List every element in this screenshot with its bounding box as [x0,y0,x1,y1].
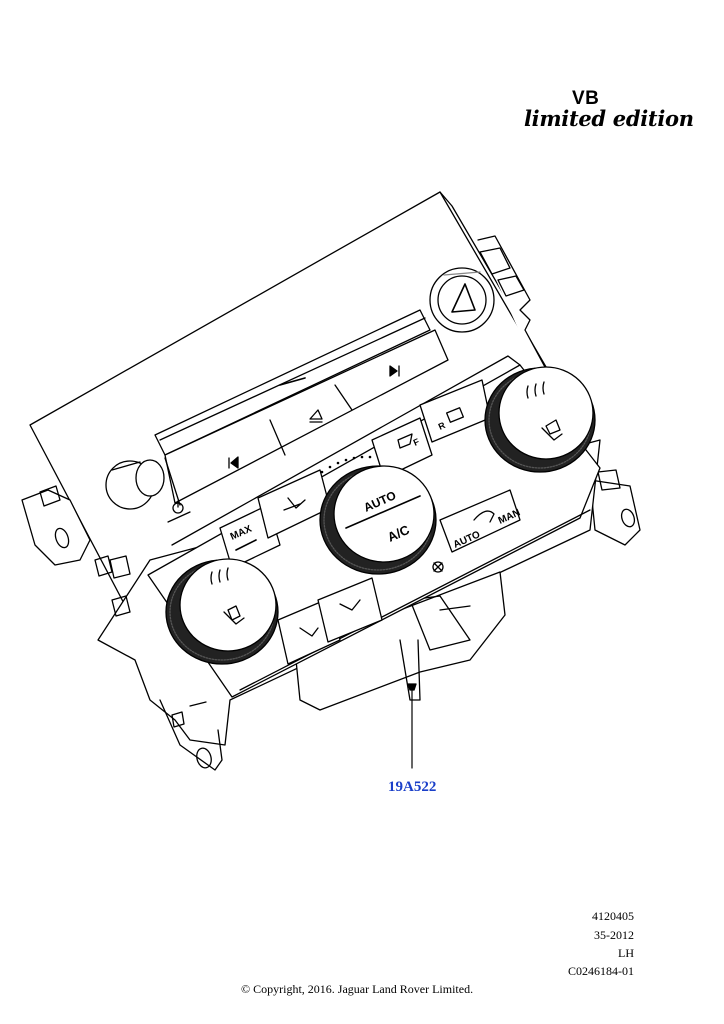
model-code: VB [572,88,600,109]
vent-mix-button[interactable] [317,577,383,643]
seat-heat-indicator-dots [320,455,372,474]
centre-auto-knob[interactable] [319,465,437,575]
right-temperature-knob[interactable] [484,366,596,473]
reference-number: 4120405 [592,909,634,923]
left-temperature-knob[interactable] [165,558,279,665]
rear-label: R [437,420,447,432]
heated-seat-icon [210,567,245,625]
edition-label: limited edition [524,106,694,131]
front-label: F [412,436,422,448]
eject-icon[interactable] [309,409,323,423]
reference-side: LH [618,946,634,960]
part-number-callout[interactable]: 19A522 [388,779,437,795]
windscreen-defrost-button[interactable] [371,417,433,479]
illustration-code: C0246184-01 [568,964,634,978]
right-mounting-bracket [477,235,641,546]
hazard-button[interactable] [429,267,495,333]
recirculation-button[interactable] [439,489,521,553]
fan-icon [432,561,444,573]
copyright-notice: © Copyright, 2016. Jaguar Land Rover Lim… [241,982,474,996]
reference-date: 35-2012 [594,928,634,942]
left-mounting-bracket [21,485,113,577]
skip-back-icon[interactable] [228,456,239,469]
rear-module-box [294,571,506,711]
callout-leader-line [407,683,417,769]
power-icon [167,500,191,523]
skip-forward-icon[interactable] [389,365,400,377]
volume-knob[interactable] [105,459,165,510]
